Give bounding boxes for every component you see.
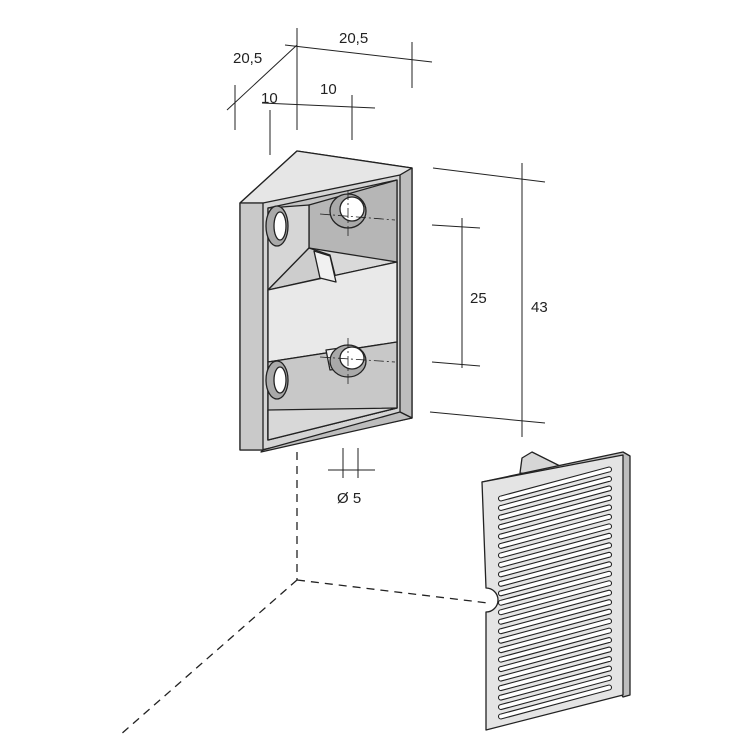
grille-slot (497, 656, 613, 692)
grille-slot (497, 599, 613, 635)
dim-label-height: 43 (531, 299, 548, 316)
grille-slot (497, 466, 613, 502)
grille-slot (497, 513, 613, 549)
dim-label-hole-diameter: Ø 5 (337, 490, 361, 507)
cover-cap-grille (497, 466, 613, 720)
grille-slot (497, 618, 613, 654)
dim-label-inner-right: 10 (320, 81, 337, 98)
grille-slot (497, 551, 613, 587)
screw-hole-top-left (265, 205, 289, 247)
grille-slot (497, 570, 613, 606)
dim-label-depth-top: 20,5 (339, 30, 368, 47)
grille-slot (497, 542, 613, 578)
corner-bracket (239, 150, 413, 453)
dimension-lines-top (226, 28, 433, 155)
dimension-lines-hole (328, 448, 375, 478)
grille-slot (497, 561, 613, 597)
grille-slot (497, 684, 613, 720)
dimension-lines-right (429, 163, 546, 437)
hole-centerlines (319, 190, 396, 384)
grille-slot (497, 608, 613, 644)
room-corner-lines (119, 452, 489, 736)
dim-label-hole-spacing: 25 (470, 290, 487, 307)
grille-slot (497, 589, 613, 625)
grille-slot (497, 665, 613, 701)
screw-hole-bottom-left (265, 360, 289, 400)
grille-slot (497, 627, 613, 663)
grille-slot (497, 637, 613, 673)
grille-slot (497, 532, 613, 568)
grille-slot (497, 504, 613, 540)
grille-slot (497, 646, 613, 682)
dim-label-depth-side: 20,5 (233, 50, 262, 67)
grille-slot (497, 523, 613, 559)
dim-label-inner-left: 10 (261, 90, 278, 107)
grille-slot (497, 475, 613, 512)
grille-slot (497, 494, 613, 530)
grille-slot (497, 674, 613, 711)
grille-slot (497, 580, 613, 616)
grille-slot (497, 485, 613, 521)
